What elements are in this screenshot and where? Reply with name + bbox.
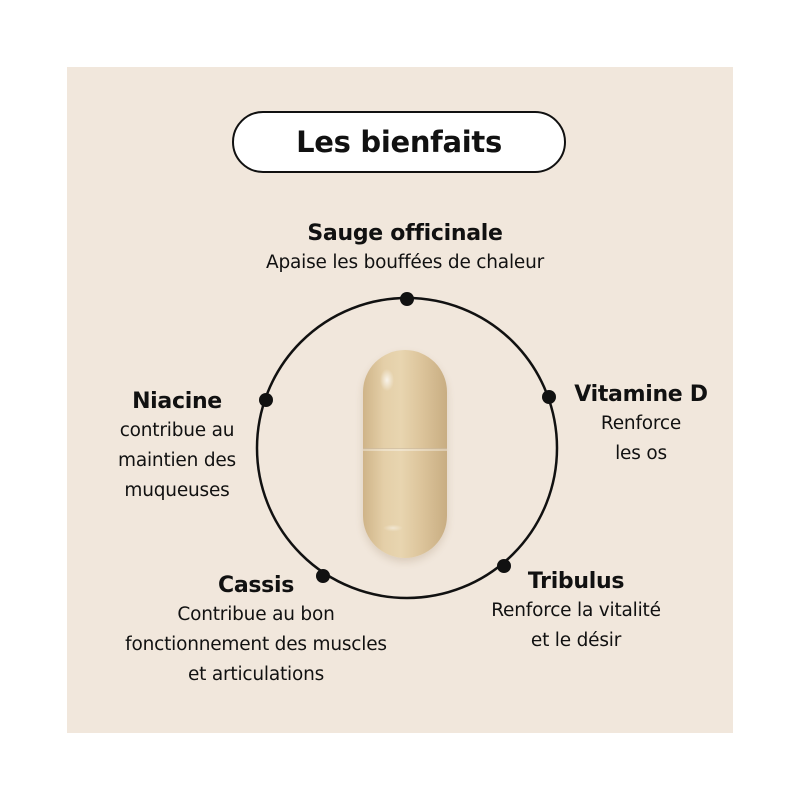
benefit-name: Vitamine D xyxy=(574,382,708,407)
dot-niacine-icon xyxy=(259,393,273,407)
benefit-vitamine-d: Vitamine D Renforce les os xyxy=(574,381,708,469)
benefit-desc-line: fonctionnement des muscles xyxy=(125,634,387,655)
dot-tribulus-icon xyxy=(497,559,511,573)
benefit-desc-line: Apaise les bouffées de chaleur xyxy=(265,252,545,273)
dot-vitamine-d-icon xyxy=(542,390,556,404)
title-pill: Les bienfaits xyxy=(232,111,566,173)
capsule-seam xyxy=(363,448,447,451)
benefit-desc-line: maintien des xyxy=(118,450,236,471)
benefit-desc-line: muqueuses xyxy=(124,480,230,501)
benefit-tribulus: Tribulus Renforce la vitalité et le dési… xyxy=(491,568,661,656)
dot-cassis-icon xyxy=(316,569,330,583)
benefit-desc-line: les os xyxy=(615,443,667,464)
benefit-name: Niacine xyxy=(132,389,222,414)
benefit-desc-line: Contribue au bon xyxy=(177,604,335,625)
benefit-desc-line: et le désir xyxy=(530,630,622,651)
benefit-desc-line: Renforce la vitalité xyxy=(491,600,661,621)
capsule-icon xyxy=(363,350,447,558)
benefit-cassis: Cassis Contribue au bon fonctionnement d… xyxy=(125,572,387,690)
benefit-name: Tribulus xyxy=(527,569,625,594)
benefit-desc-line: contribue au xyxy=(119,420,235,441)
benefit-name: Cassis xyxy=(217,573,295,598)
benefit-name: Sauge officinale xyxy=(307,221,503,246)
benefit-niacine: Niacine contribue au maintien des muqueu… xyxy=(118,388,236,506)
page-title: Les bienfaits xyxy=(296,125,502,159)
benefit-desc-line: Renforce xyxy=(600,413,682,434)
benefit-sauge-officinale: Sauge officinale Apaise les bouffées de … xyxy=(266,220,544,278)
dot-sauge-icon xyxy=(400,292,414,306)
benefit-desc-line: et articulations xyxy=(187,664,325,685)
